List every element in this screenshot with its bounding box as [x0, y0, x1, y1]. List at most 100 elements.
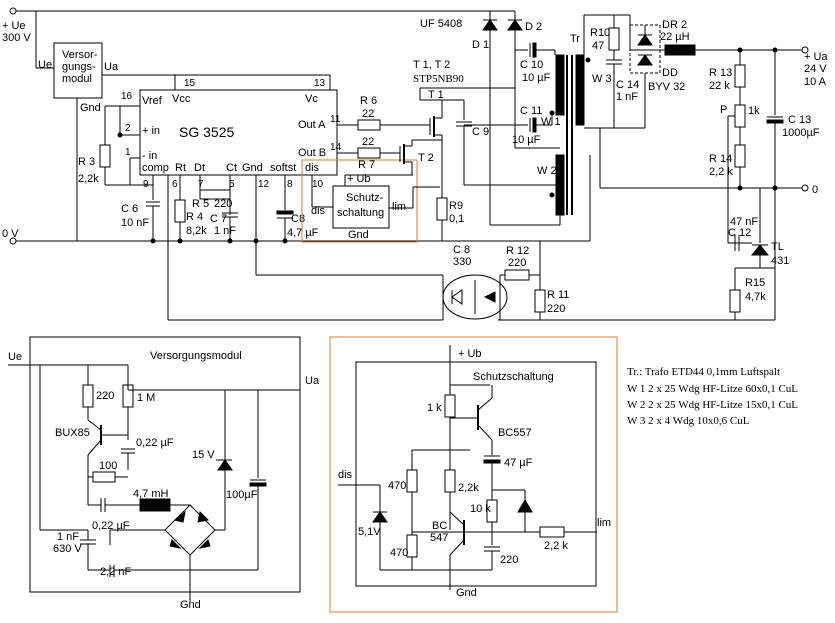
- p-name: P: [720, 104, 727, 116]
- input-gnd-label: 0 V: [2, 228, 19, 240]
- output-terminal-gnd: [801, 184, 809, 192]
- pd-r10k: 10 k: [470, 503, 491, 515]
- resistor-r6: [357, 119, 381, 131]
- pd-r2k2: 2,2k: [458, 482, 479, 494]
- r12-name: R 12: [506, 245, 529, 257]
- resistor-2k2b: [539, 526, 565, 538]
- resistor-100: [92, 471, 116, 483]
- pin-6: 6: [172, 179, 178, 190]
- supply-module-label: Versor-: [62, 49, 98, 61]
- ic-softst: softst: [270, 162, 296, 174]
- diode-pd: [517, 499, 533, 513]
- c14-value: 1 nF: [616, 91, 638, 103]
- main-schematic: + Ue 300 V 0 V Versor- gungs- modul Ue U…: [2, 7, 828, 321]
- r5-name: R 5: [192, 198, 209, 210]
- c7-value: 1 nF: [214, 225, 236, 237]
- pin-10: 10: [312, 179, 324, 190]
- r4-value: 8,2k: [186, 225, 207, 237]
- protection-gnd: Gnd: [348, 229, 369, 241]
- c8b-value: 330: [453, 256, 471, 268]
- ic-gnd: Gnd: [242, 162, 263, 174]
- resistor-470b: [406, 534, 418, 558]
- sd-c100: 100µF: [226, 489, 258, 501]
- pin-11: 11: [330, 114, 341, 125]
- w2-label: W 2: [537, 165, 557, 177]
- pin-7: 7: [198, 179, 204, 190]
- r9-value: 0,1: [449, 213, 464, 225]
- c11-value: 10 µF: [512, 134, 541, 146]
- protection-detail: Schutzschaltung + Ub dis lim Gnd 1 k BC5…: [329, 336, 618, 613]
- c13-name: C 13: [788, 114, 811, 126]
- t1-label: T 1: [428, 89, 444, 101]
- pd-bc547-a: BC: [432, 520, 447, 532]
- protection-dis-in: dis: [305, 162, 320, 174]
- cap-47uf: [483, 459, 501, 464]
- pin-13: 13: [314, 78, 326, 89]
- r5-value: 220: [214, 198, 232, 210]
- c12-name: C 12: [728, 227, 751, 239]
- diode-d1: [482, 19, 498, 225]
- output-label: + Ua: [804, 51, 828, 63]
- p-value: 1k: [748, 105, 760, 117]
- c10-name: C 10: [520, 59, 543, 71]
- supply-module-block: [53, 42, 103, 99]
- protection-dis: dis: [311, 205, 326, 217]
- r13-name: R 13: [709, 67, 732, 79]
- sd-r1m: 1 M: [137, 392, 155, 404]
- protection-detail-highlight: [329, 336, 618, 613]
- ic-dt: Dt: [194, 162, 205, 174]
- c8a-value: 4,7 µF: [287, 227, 319, 239]
- supply-detail-ua: Ua: [305, 375, 320, 387]
- pd-r470a: 470: [388, 480, 406, 492]
- pin-1: 1: [125, 147, 131, 158]
- output-terminal-plus: [801, 46, 809, 54]
- r7-name: R 7: [358, 159, 375, 171]
- r7-value: 22: [362, 136, 374, 148]
- protection-label2: schaltung: [337, 207, 384, 219]
- r3-name: R 3: [78, 156, 95, 168]
- ic-sg3525: [139, 89, 338, 176]
- resistor-r15: [729, 289, 741, 313]
- resistor-r14: [734, 144, 746, 168]
- input-voltage: 300 V: [2, 32, 31, 44]
- resistor-r12: [504, 269, 530, 281]
- c14-name: C 14: [616, 79, 639, 91]
- c12-value: 47 nF: [730, 216, 758, 228]
- w3-label: W 3: [592, 73, 612, 85]
- transistors-name: T 1, T 2: [413, 59, 450, 71]
- sd-c1n-b: 630 V: [53, 543, 82, 555]
- dr2-name: DR 2: [662, 19, 687, 31]
- tr-label: Tr: [570, 33, 580, 45]
- w1-label: W 1: [541, 116, 561, 128]
- protection-ub: + Ub: [347, 173, 371, 185]
- ic-out-b: Out B: [298, 147, 326, 159]
- dd-name: DD: [662, 67, 678, 79]
- transformer-tr: [549, 54, 591, 216]
- resistor-2k2: [444, 469, 456, 493]
- diodes-type: UF 5408: [420, 18, 462, 30]
- resistor-1k: [444, 394, 456, 418]
- choke-dr2: [664, 44, 696, 56]
- r3-value: 2,2k: [78, 173, 99, 185]
- pin-2: 2: [125, 123, 131, 134]
- resistor-r10: [608, 27, 620, 51]
- bridge-rectifier: [164, 504, 216, 556]
- output-current: 10 A: [804, 76, 827, 88]
- r15-value: 4,7k: [745, 291, 766, 303]
- protection-label: Schutz-: [346, 192, 384, 204]
- sd-c22n: 2,2 nF: [100, 566, 131, 578]
- transistors-type: STP5NB90: [413, 73, 464, 85]
- pd-ub: + Ub: [458, 348, 482, 360]
- tl431-symbol: [750, 244, 770, 256]
- pd-c47u: 47 µF: [504, 457, 533, 469]
- resistor-470a: [406, 469, 418, 493]
- ic-in-plus: + in: [142, 125, 160, 137]
- supply-pin-ue: Ue: [38, 59, 52, 71]
- pd-gnd: Gnd: [456, 587, 477, 599]
- supply-module-label3: modul: [62, 73, 92, 85]
- r11-value: 220: [547, 303, 565, 315]
- pd-r470b: 470: [390, 547, 408, 559]
- pin-12: 12: [258, 179, 270, 190]
- note-line-3: W 2 2 x 25 Wdg HF-Litze 15x0,1 CuL: [627, 399, 798, 411]
